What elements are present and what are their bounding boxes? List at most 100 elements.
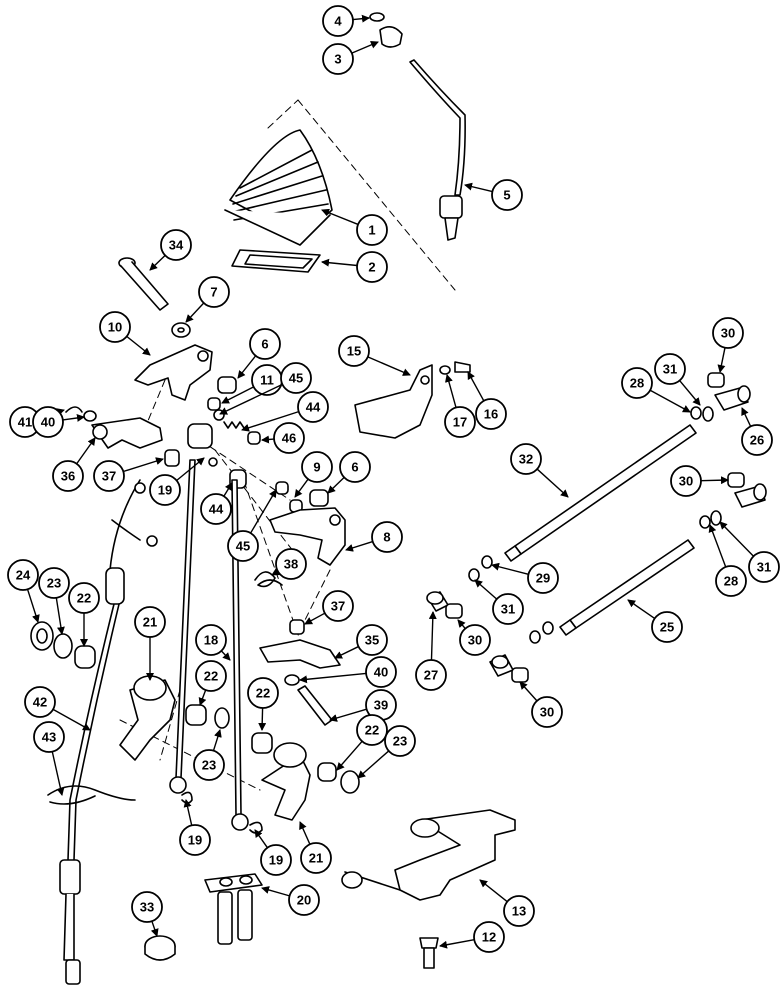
callout-number: 42 bbox=[33, 695, 47, 710]
callout-number: 21 bbox=[143, 615, 157, 630]
part-31-clip-c bbox=[468, 568, 480, 582]
part-10-lever bbox=[134, 344, 213, 401]
callout-c1: 1 bbox=[321, 208, 388, 246]
callout-c29: 29 bbox=[491, 562, 559, 594]
callout-bubble bbox=[300, 842, 332, 874]
callout-leader bbox=[334, 645, 359, 659]
part-23-washer-a bbox=[214, 707, 230, 729]
part-20-block bbox=[204, 873, 263, 945]
callout-c20: 20 bbox=[261, 884, 320, 916]
callout-bubble bbox=[160, 229, 192, 261]
callout-c17: 17 bbox=[444, 374, 476, 438]
callout-leader bbox=[198, 689, 207, 706]
callout-bubble bbox=[473, 921, 505, 953]
callout-number: 10 bbox=[108, 320, 122, 335]
part-31-clip-a bbox=[702, 406, 714, 422]
callout-c18: 18 bbox=[195, 624, 231, 661]
part-39-pin bbox=[297, 685, 333, 726]
callout-bubble bbox=[356, 624, 388, 656]
part-6-bush-lower bbox=[309, 489, 329, 507]
part-5-gear-lever bbox=[409, 59, 466, 241]
callout-bubble bbox=[275, 548, 307, 580]
callout-bubble bbox=[531, 696, 563, 728]
callout-bubble bbox=[134, 606, 166, 638]
part-22-bush-b bbox=[251, 732, 273, 754]
callout-bubble bbox=[297, 391, 329, 423]
callout-number: 38 bbox=[284, 557, 298, 572]
callout-bubble bbox=[195, 660, 227, 692]
callout-bubble bbox=[510, 443, 542, 475]
part-41-clip bbox=[65, 406, 83, 413]
callout-bubble bbox=[280, 362, 312, 394]
callout-number: 28 bbox=[724, 574, 738, 589]
callout-c2: 2 bbox=[321, 251, 388, 283]
callout-bubble bbox=[491, 179, 523, 211]
part-6-bush-upper bbox=[217, 376, 237, 394]
part-31-clip-b bbox=[710, 510, 722, 526]
callout-bubble bbox=[68, 582, 100, 614]
callout-c15: 15 bbox=[338, 335, 411, 376]
callout-bubble bbox=[33, 721, 65, 753]
part-38-spring bbox=[254, 571, 283, 588]
part-12-bolt bbox=[419, 937, 439, 969]
callout-c38: 38 bbox=[271, 548, 307, 580]
callout-c23c: 23 bbox=[38, 567, 70, 635]
callout-number: 37 bbox=[331, 599, 345, 614]
callout-number: 4 bbox=[334, 14, 342, 29]
callout-c24: 24 bbox=[7, 559, 40, 623]
callout-number: 15 bbox=[347, 344, 361, 359]
callout-number: 43 bbox=[42, 730, 56, 745]
part-2-frame bbox=[231, 249, 321, 273]
callout-number: 28 bbox=[630, 376, 644, 391]
cable-end-fitting bbox=[59, 859, 81, 985]
callout-number: 23 bbox=[202, 758, 216, 773]
callout-c23a: 23 bbox=[193, 729, 225, 781]
callout-bubble bbox=[741, 424, 773, 456]
callout-leader bbox=[258, 707, 267, 731]
callout-c13: 13 bbox=[479, 879, 535, 927]
callout-leader bbox=[719, 521, 755, 557]
callout-c30c: 30 bbox=[457, 619, 491, 656]
callout-number: 31 bbox=[663, 362, 677, 377]
callout-leader bbox=[149, 254, 166, 271]
part-22-bush-c bbox=[317, 762, 337, 782]
callout-leader bbox=[183, 799, 193, 826]
callout-c12: 12 bbox=[439, 921, 505, 953]
callout-leader bbox=[304, 612, 326, 625]
part-30-bush-b bbox=[727, 472, 745, 488]
callout-number: 41 bbox=[18, 415, 32, 430]
part-4-washer bbox=[369, 12, 385, 22]
callout-bubble bbox=[339, 451, 371, 483]
callout-leader bbox=[261, 886, 290, 897]
callout-bubble bbox=[193, 749, 225, 781]
callout-c19c: 19 bbox=[254, 829, 292, 876]
callout-bubble bbox=[712, 317, 744, 349]
part-22-bush-d bbox=[74, 645, 96, 669]
callout-bubble bbox=[475, 398, 507, 430]
part-42-cable bbox=[67, 479, 141, 861]
part-17-washer bbox=[439, 365, 451, 375]
part-11-ring bbox=[207, 397, 221, 411]
callout-bubble bbox=[371, 521, 403, 553]
callout-bubble bbox=[93, 460, 125, 492]
part-15-bracket bbox=[354, 364, 433, 439]
callout-c26: 26 bbox=[741, 407, 773, 456]
part-7-washer bbox=[171, 322, 191, 338]
callout-bubble bbox=[288, 884, 320, 916]
callout-number: 22 bbox=[204, 669, 218, 684]
callout-number: 7 bbox=[210, 285, 217, 300]
callout-leader bbox=[176, 457, 205, 482]
callout-c21a: 21 bbox=[134, 606, 166, 681]
callout-c4: 4 bbox=[322, 5, 370, 37]
callout-c23b: 23 bbox=[357, 725, 416, 779]
callout-number: 29 bbox=[536, 571, 550, 586]
callout-number: 20 bbox=[297, 893, 311, 908]
part-3-knob bbox=[379, 26, 403, 48]
callout-leader bbox=[221, 386, 254, 404]
part-8-bell-crank bbox=[269, 507, 346, 566]
callout-leader bbox=[26, 589, 40, 623]
callout-c19a: 19 bbox=[149, 457, 205, 506]
callout-bubble bbox=[195, 624, 227, 656]
callout-bubble bbox=[322, 43, 354, 75]
